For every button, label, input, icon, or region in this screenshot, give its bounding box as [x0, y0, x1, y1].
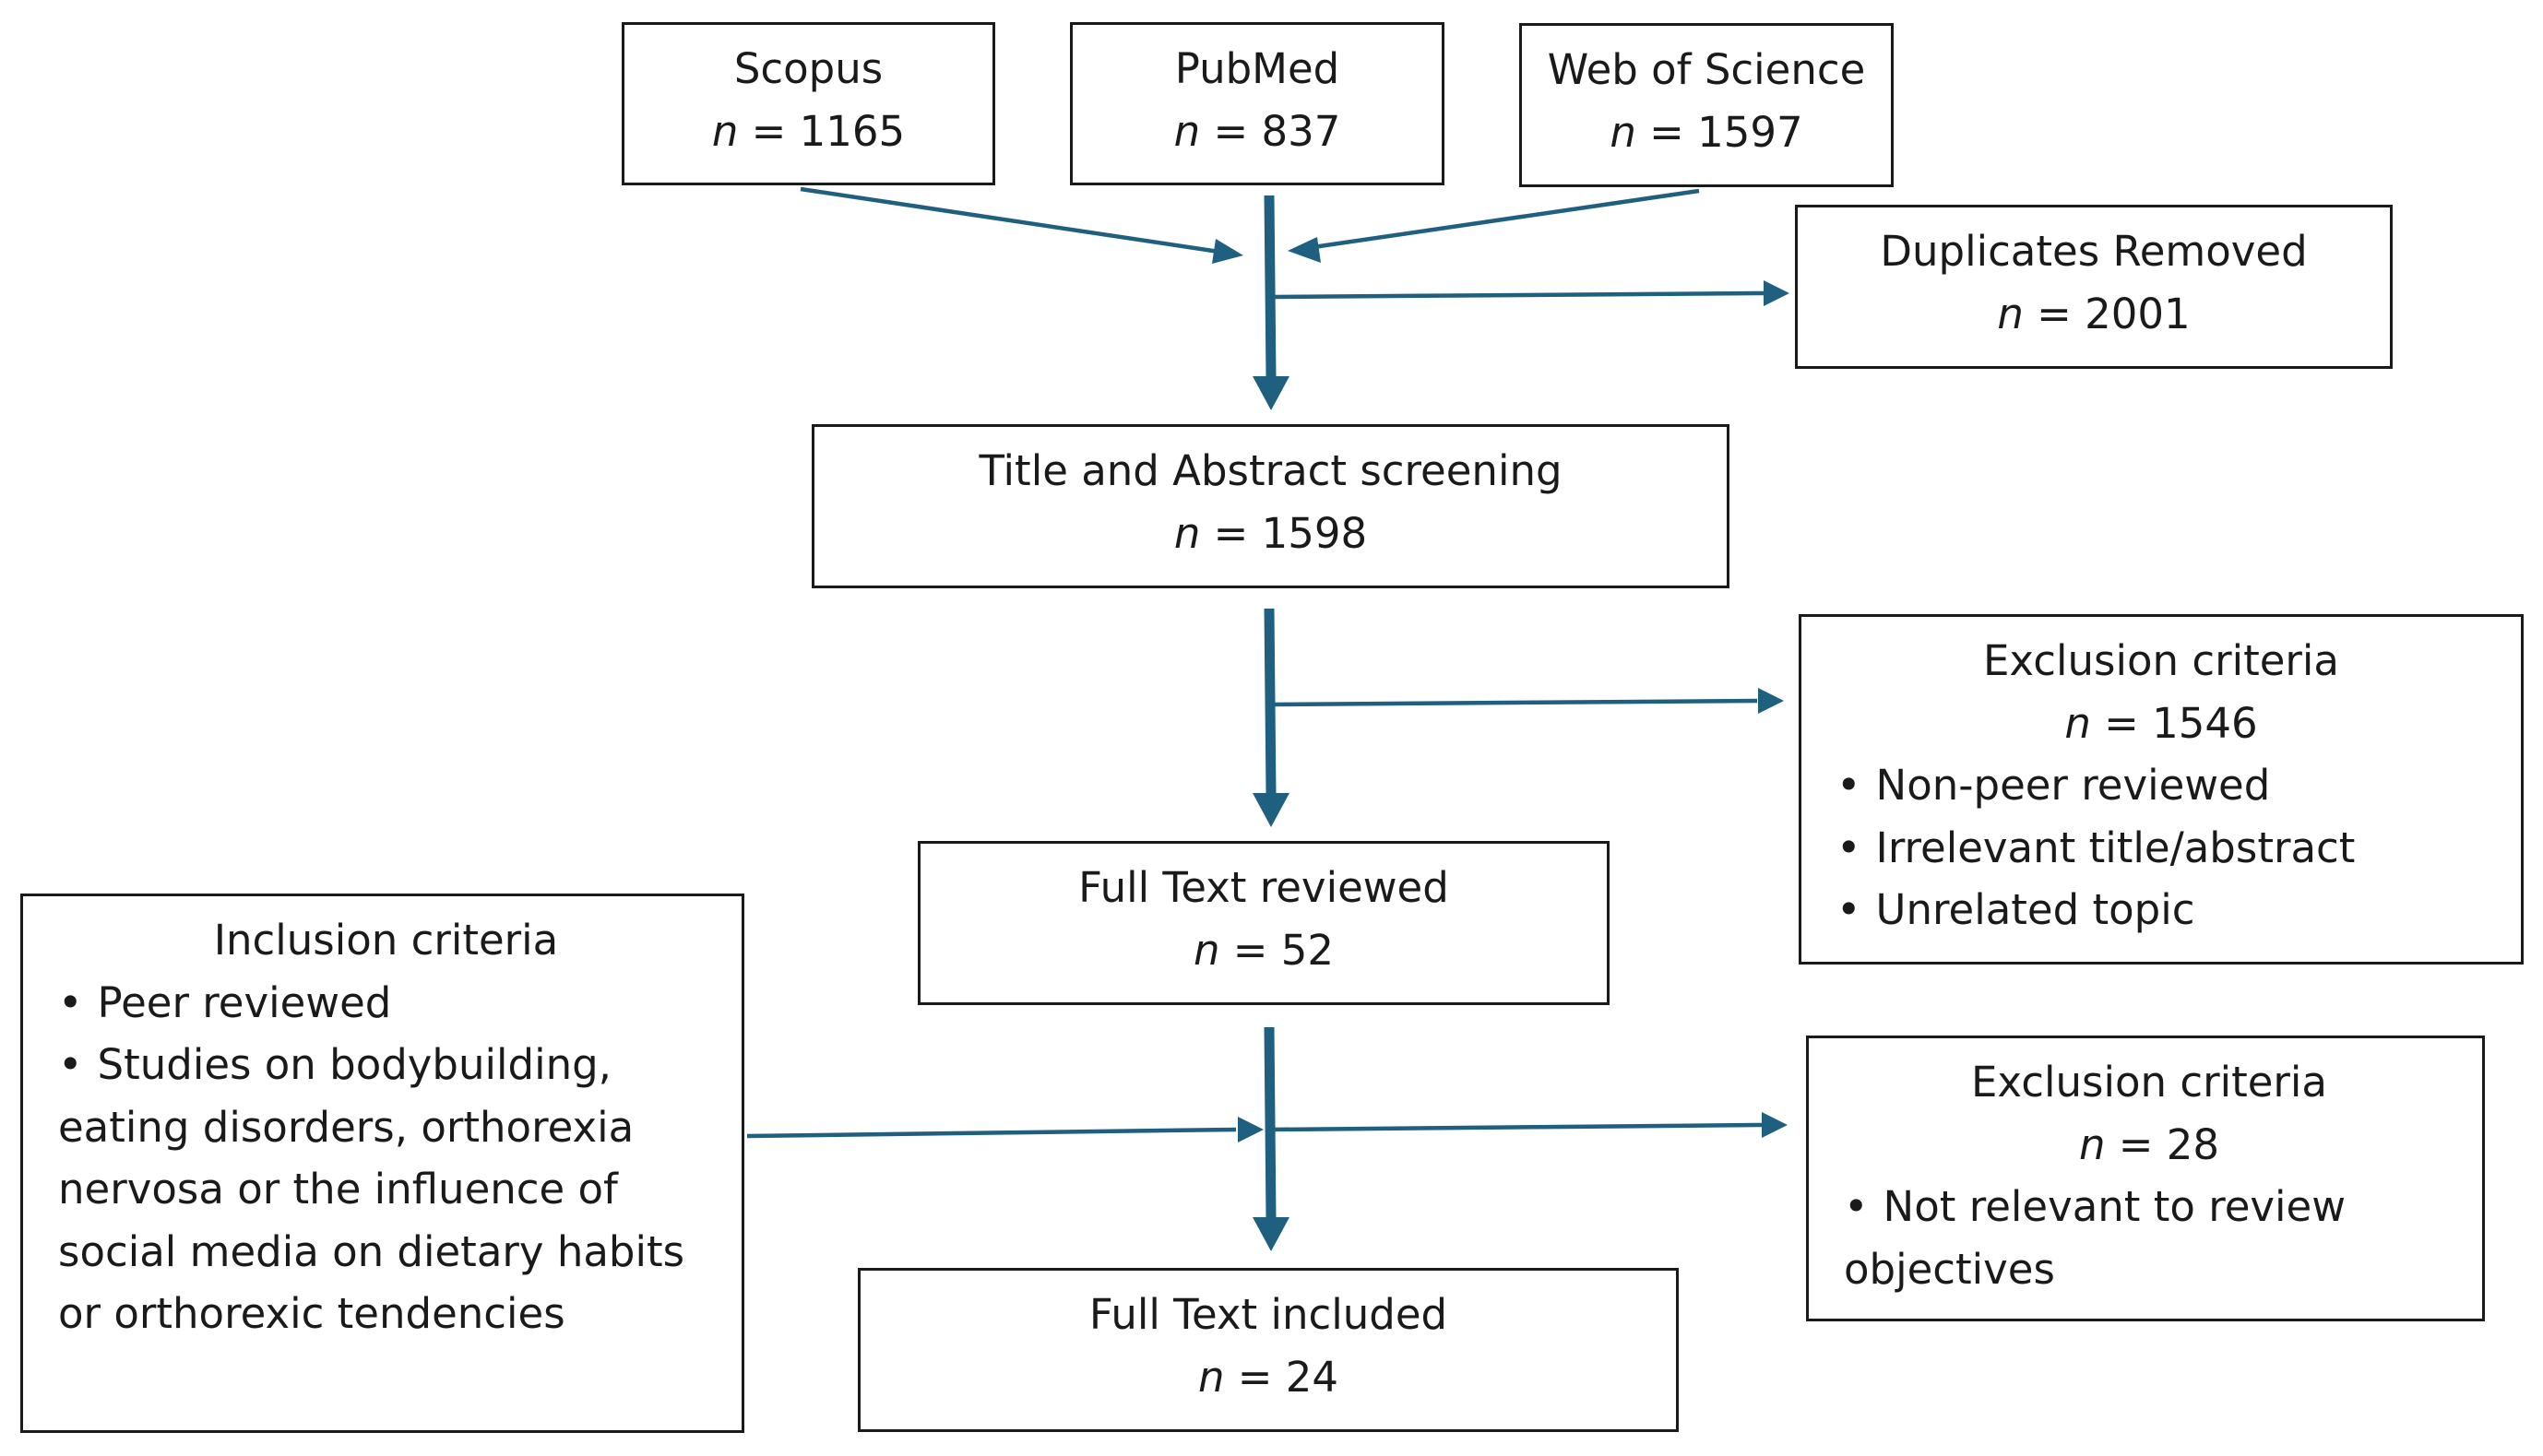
arrow-inclusion [746, 1127, 1237, 1139]
arrow-duplicates [1270, 290, 1765, 300]
fulltext-included-title: Full Text included [1088, 1290, 1448, 1339]
inclusion-criteria-box: Inclusion criteria Peer reviewed Studies… [20, 894, 744, 1433]
arrow-exclusion-2 [1270, 1122, 1763, 1132]
exclusion-criteria-box-2: Exclusion criteria n = 28 Not relevant t… [1806, 1036, 2485, 1321]
exclusion-2-count: n = 28 [2078, 1119, 2220, 1169]
arrowhead-trunk-1 [1253, 376, 1289, 410]
screening-title: Title and Abstract screening [979, 446, 1563, 495]
arrowhead-inclusion [1238, 1117, 1264, 1142]
exclusion-2-title: Exclusion criteria [1971, 1058, 2327, 1107]
fulltext-reviewed-title: Full Text reviewed [1078, 863, 1449, 912]
source-count: n = 837 [1173, 106, 1341, 156]
arrow-trunk-3 [1264, 1026, 1277, 1220]
arrowhead-wos [1288, 237, 1321, 263]
arrow-trunk-1 [1264, 195, 1277, 379]
inclusion-item: Peer reviewed [58, 972, 714, 1035]
duplicates-title: Duplicates Removed [1880, 227, 2308, 276]
fulltext-included-count: n = 24 [1197, 1352, 1339, 1402]
arrow-trunk-2 [1264, 608, 1277, 796]
source-box-web-of-science: Web of Science n = 1597 [1519, 23, 1894, 187]
exclusion-1-item: Unrelated topic [1836, 879, 2521, 941]
fulltext-included-box: Full Text included n = 24 [858, 1268, 1679, 1432]
source-count: n = 1597 [1610, 107, 1803, 157]
arrow-exclusion-1 [1270, 698, 1758, 707]
source-box-pubmed: PubMed n = 837 [1070, 22, 1444, 185]
screening-count: n = 1598 [1173, 508, 1368, 558]
inclusion-item: Studies on bodybuilding, eating disorder… [58, 1034, 705, 1345]
arrow-wos [1300, 188, 1700, 252]
screening-box: Title and Abstract screening n = 1598 [812, 424, 1729, 588]
source-title: Scopus [733, 44, 884, 93]
arrowhead-scopus [1212, 239, 1243, 264]
inclusion-title: Inclusion criteria [213, 916, 559, 965]
arrowhead-duplicates [1764, 280, 1789, 306]
exclusion-1-count: n = 1546 [2064, 698, 2258, 748]
exclusion-1-item: Irrelevant title/abstract [1836, 817, 2521, 880]
source-title: PubMed [1174, 44, 1340, 93]
duplicates-count: n = 2001 [1997, 289, 2191, 338]
exclusion-1-item: Non-peer reviewed [1836, 754, 2521, 817]
arrowhead-trunk-3 [1253, 1217, 1289, 1251]
arrowhead-trunk-2 [1253, 793, 1289, 827]
exclusion-criteria-box-1: Exclusion criteria n = 1546 Non-peer rev… [1799, 614, 2524, 965]
exclusion-1-title: Exclusion criteria [1983, 636, 2339, 685]
fulltext-reviewed-count: n = 52 [1193, 925, 1335, 975]
source-title: Web of Science [1547, 45, 1866, 94]
fulltext-reviewed-box: Full Text reviewed n = 52 [918, 841, 1610, 1005]
source-box-scopus: Scopus n = 1165 [622, 22, 995, 185]
arrowhead-exclusion-1 [1758, 688, 1784, 714]
arrowhead-exclusion-2 [1762, 1112, 1788, 1138]
exclusion-2-item: Not relevant to review objectives [1844, 1176, 2454, 1300]
arrow-scopus [800, 186, 1232, 256]
duplicates-removed-box: Duplicates Removed n = 2001 [1795, 205, 2393, 369]
source-count: n = 1165 [711, 106, 906, 156]
